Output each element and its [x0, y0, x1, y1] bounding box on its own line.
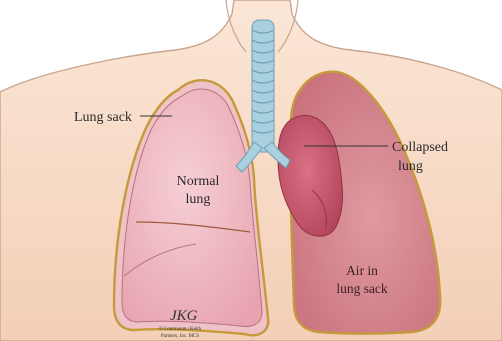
- copyright-line-1: © Continuum | Keith: [159, 326, 202, 332]
- label-lung-sack: Lung sack: [74, 110, 132, 125]
- label-collapsed-lung-line2: lung: [398, 159, 423, 174]
- label-normal-lung-line2: lung: [186, 192, 211, 207]
- label-air-line2: lung sack: [336, 281, 388, 296]
- label-normal-lung-line1: Normal: [177, 174, 220, 189]
- label-air-line1: Air in: [346, 263, 378, 278]
- label-collapsed-lung-line1: Collapsed: [392, 140, 448, 155]
- artist-initials: JKG: [170, 308, 198, 324]
- copyright-line-2: Partners, Inc. MCS: [161, 334, 200, 339]
